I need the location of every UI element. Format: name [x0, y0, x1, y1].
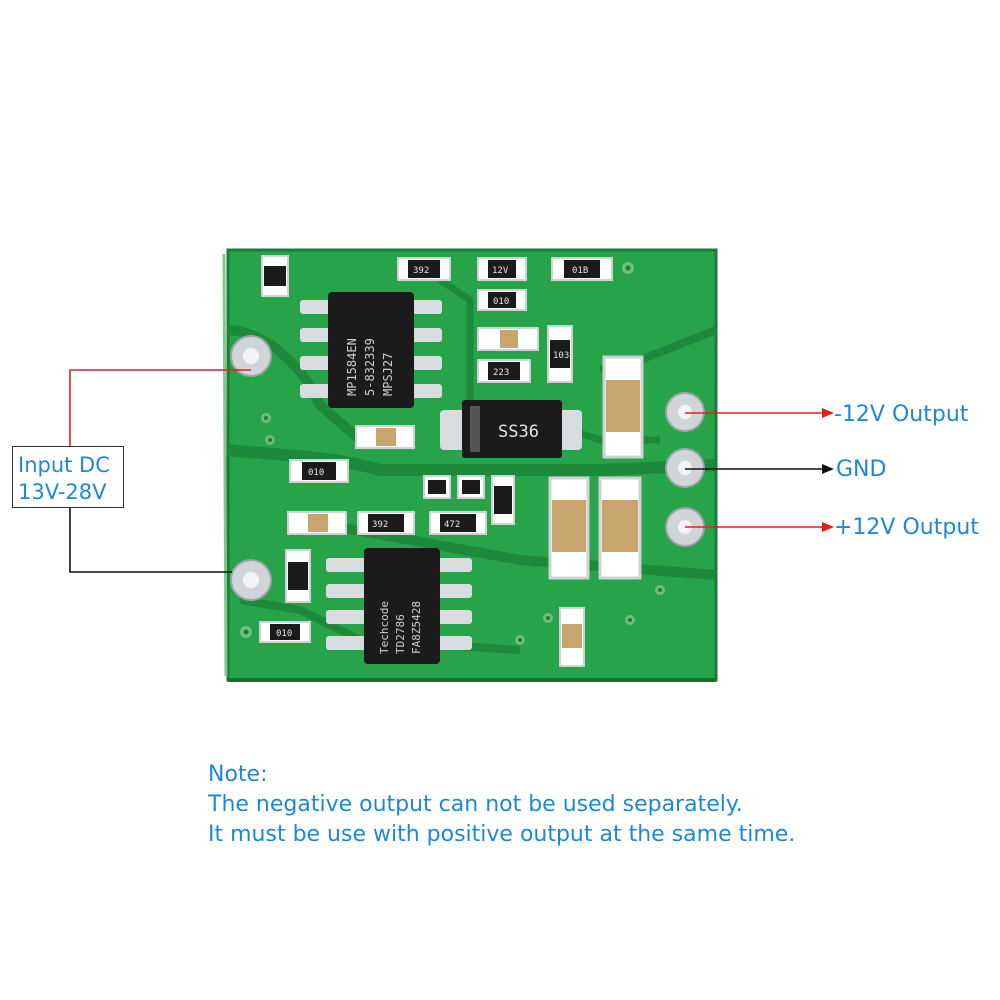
- ic-top: [300, 292, 442, 408]
- resistor-label-2: 12V: [492, 266, 509, 276]
- gnd-label: GND: [836, 457, 887, 482]
- output-arrows: [685, 408, 834, 532]
- ic-top-line2: 5-832339: [363, 338, 377, 396]
- diode-ss36: [440, 400, 582, 458]
- note-block: Note: The negative output can not be use…: [208, 760, 795, 850]
- resistor-label-3: 01B: [572, 266, 588, 276]
- input-label-line2: 13V-28V: [18, 480, 107, 504]
- ic-bottom: [326, 548, 472, 664]
- ic-bottom-line3: FA8Z5428: [410, 601, 423, 654]
- resistor-label-10: 103: [553, 351, 569, 361]
- resistor-label-7: 392: [372, 520, 388, 530]
- note-title: Note:: [208, 762, 268, 787]
- pos-output-label: +12V Output: [834, 515, 979, 540]
- resistor-label-8: 010: [308, 468, 324, 478]
- input-label-box: Input DC 13V-28V: [12, 446, 124, 508]
- neg-output-label: -12V Output: [834, 402, 969, 427]
- input-label-line1: Input DC: [18, 453, 110, 477]
- input-wires: [69, 369, 251, 573]
- note-line2: It must be use with positive output at t…: [208, 822, 796, 847]
- smd-resistors: [259, 255, 613, 667]
- resistor-label-4: 010: [493, 297, 509, 307]
- capacitors: [548, 355, 644, 580]
- ic-top-line3: MPSJ27: [381, 353, 395, 396]
- resistor-label-5: 223: [493, 368, 509, 378]
- diode-marking: SS36: [498, 422, 539, 442]
- ic-bottom-line2: TD2786: [394, 614, 407, 654]
- ic-top-line1: MP1584EN: [345, 338, 359, 396]
- resistor-label-6: 472: [444, 520, 460, 530]
- note-line1: The negative output can not be used sepa…: [208, 792, 743, 817]
- resistor-label-1: 392: [413, 266, 429, 276]
- resistor-label-9: 010: [276, 629, 292, 639]
- input-pads: [230, 335, 272, 601]
- ic-bottom-line1: Techcode: [378, 601, 391, 654]
